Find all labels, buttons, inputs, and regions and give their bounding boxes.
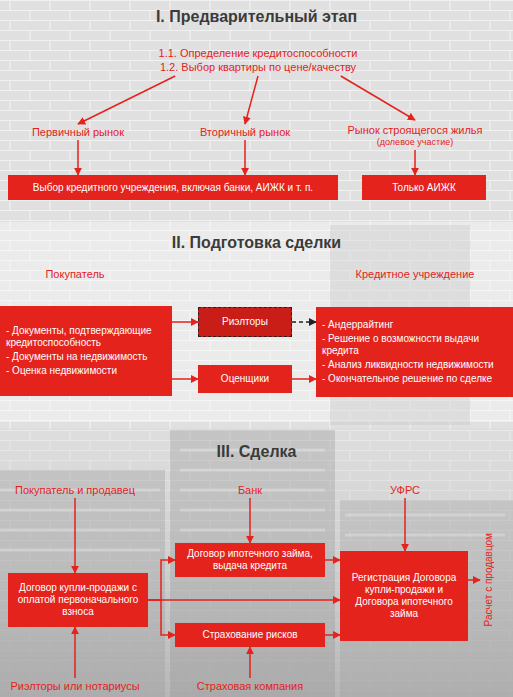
node-text: Страхование рисков — [181, 629, 319, 641]
text-node: Банк — [215, 482, 285, 498]
process-box: Риэлторы — [198, 307, 292, 337]
connector-arrow — [325, 634, 340, 636]
text-node: Расчет с продавцом — [480, 515, 496, 645]
building-photo — [0, 470, 165, 697]
node-text: Договор ипотечного займа, выдача кредита — [181, 548, 319, 572]
connector-arrow — [74, 498, 76, 573]
text-node: Рынок строящегося жилья(долевое участие) — [335, 120, 495, 150]
process-box: Договор ипотечного займа, выдача кредита — [175, 543, 325, 577]
text-node: Покупатель и продавец — [0, 482, 150, 498]
text-node: 1.1. Определение кредитоспособности1.2. … — [120, 44, 396, 76]
node-text: (долевое участие) — [377, 137, 453, 148]
node-text: Регистрация Договора купли-продажи и Дог… — [346, 572, 462, 620]
node-text: Риэлторы — [199, 316, 291, 328]
building-photo — [340, 500, 513, 697]
node-text: Выбор кредитного учреждения, включая бан… — [14, 182, 332, 194]
text-node: Вторичный рынок — [185, 124, 305, 140]
node-text: Расчет с продавцом — [483, 533, 494, 626]
connector-arrow — [292, 321, 316, 323]
node-text: Вторичный рынок — [200, 125, 290, 139]
text-node: Страховая компания — [185, 678, 315, 694]
connector-arrow — [249, 498, 251, 543]
node-text: 1.2. Выбор квартиры по цене/качеству — [160, 60, 356, 74]
connector-arrow — [244, 140, 246, 175]
process-box: Регистрация Договора купли-продажи и Дог… — [340, 551, 468, 641]
column-heading: Покупатель — [20, 266, 130, 282]
connector-arrow — [172, 378, 198, 380]
node-text: Только АИЖК — [368, 182, 480, 194]
connector-arrow — [148, 560, 175, 600]
section-heading: II. Подготовка сделки — [0, 232, 513, 254]
node-text: - Анализ ликвидности недвижимости — [322, 359, 507, 371]
window-rows — [0, 450, 505, 550]
connector-arrow — [148, 600, 175, 635]
node-text: Договор купли-продажи с оплатой первонач… — [14, 582, 142, 618]
connector-arrow — [148, 599, 340, 601]
node-text: - Документы на недвижимость — [6, 351, 166, 363]
text-node: Первичный рынок — [18, 124, 138, 140]
node-text: Банк — [238, 483, 262, 497]
node-text: Риэлторы или нотариусы — [10, 679, 139, 693]
column-heading: Кредитное учреждение — [330, 266, 500, 282]
process-box: Оценщики — [198, 365, 292, 393]
section-band — [0, 428, 513, 697]
node-text: - Документы, подтверждающие кредитоспосо… — [6, 325, 166, 349]
connector-arrow — [341, 76, 415, 120]
text-node: УФРС — [375, 482, 435, 498]
process-box: - Документы, подтверждающие кредитоспосо… — [0, 306, 172, 396]
node-text: - Оценка недвижимости — [6, 365, 166, 377]
connector-arrow — [404, 498, 406, 551]
node-text: 1.1. Определение кредитоспособности — [159, 46, 358, 60]
process-box: Выбор кредитного учреждения, включая бан… — [8, 175, 338, 200]
section-heading: III. Сделка — [0, 441, 513, 463]
node-text: - Окончательное решение по сделке — [322, 373, 507, 385]
node-text: Первичный рынок — [32, 125, 124, 139]
process-box: Страхование рисков — [175, 623, 325, 647]
connector-arrow — [77, 140, 79, 175]
connector-arrow — [468, 579, 480, 581]
process-box: Только АИЖК — [362, 175, 486, 200]
node-text: Оценщики — [204, 373, 286, 385]
connector-arrow — [74, 627, 76, 678]
node-text: - Андеррайтинг — [322, 319, 507, 331]
connector-arrow — [414, 150, 416, 175]
connector-arrow — [78, 76, 175, 124]
connector-arrow — [292, 378, 316, 380]
section-heading: I. Предварительный этап — [0, 6, 513, 28]
connector-arrow — [245, 76, 258, 124]
node-text: Страховая компания — [197, 679, 303, 693]
connector-arrow — [249, 647, 251, 678]
connector-arrow — [325, 559, 340, 561]
node-text: УФРС — [390, 483, 420, 497]
text-node: Риэлторы или нотариусы — [0, 678, 150, 694]
node-text: - Решение о возможности выдачи кредита — [322, 333, 507, 357]
process-box: Договор купли-продажи с оплатой первонач… — [8, 573, 148, 627]
connector-arrow — [172, 321, 198, 323]
process-box: - Андеррайтинг - Решение о возможности вы… — [316, 307, 513, 397]
node-text: Покупатель и продавец — [15, 483, 135, 497]
node-text: Рынок строящегося жилья — [347, 123, 482, 137]
